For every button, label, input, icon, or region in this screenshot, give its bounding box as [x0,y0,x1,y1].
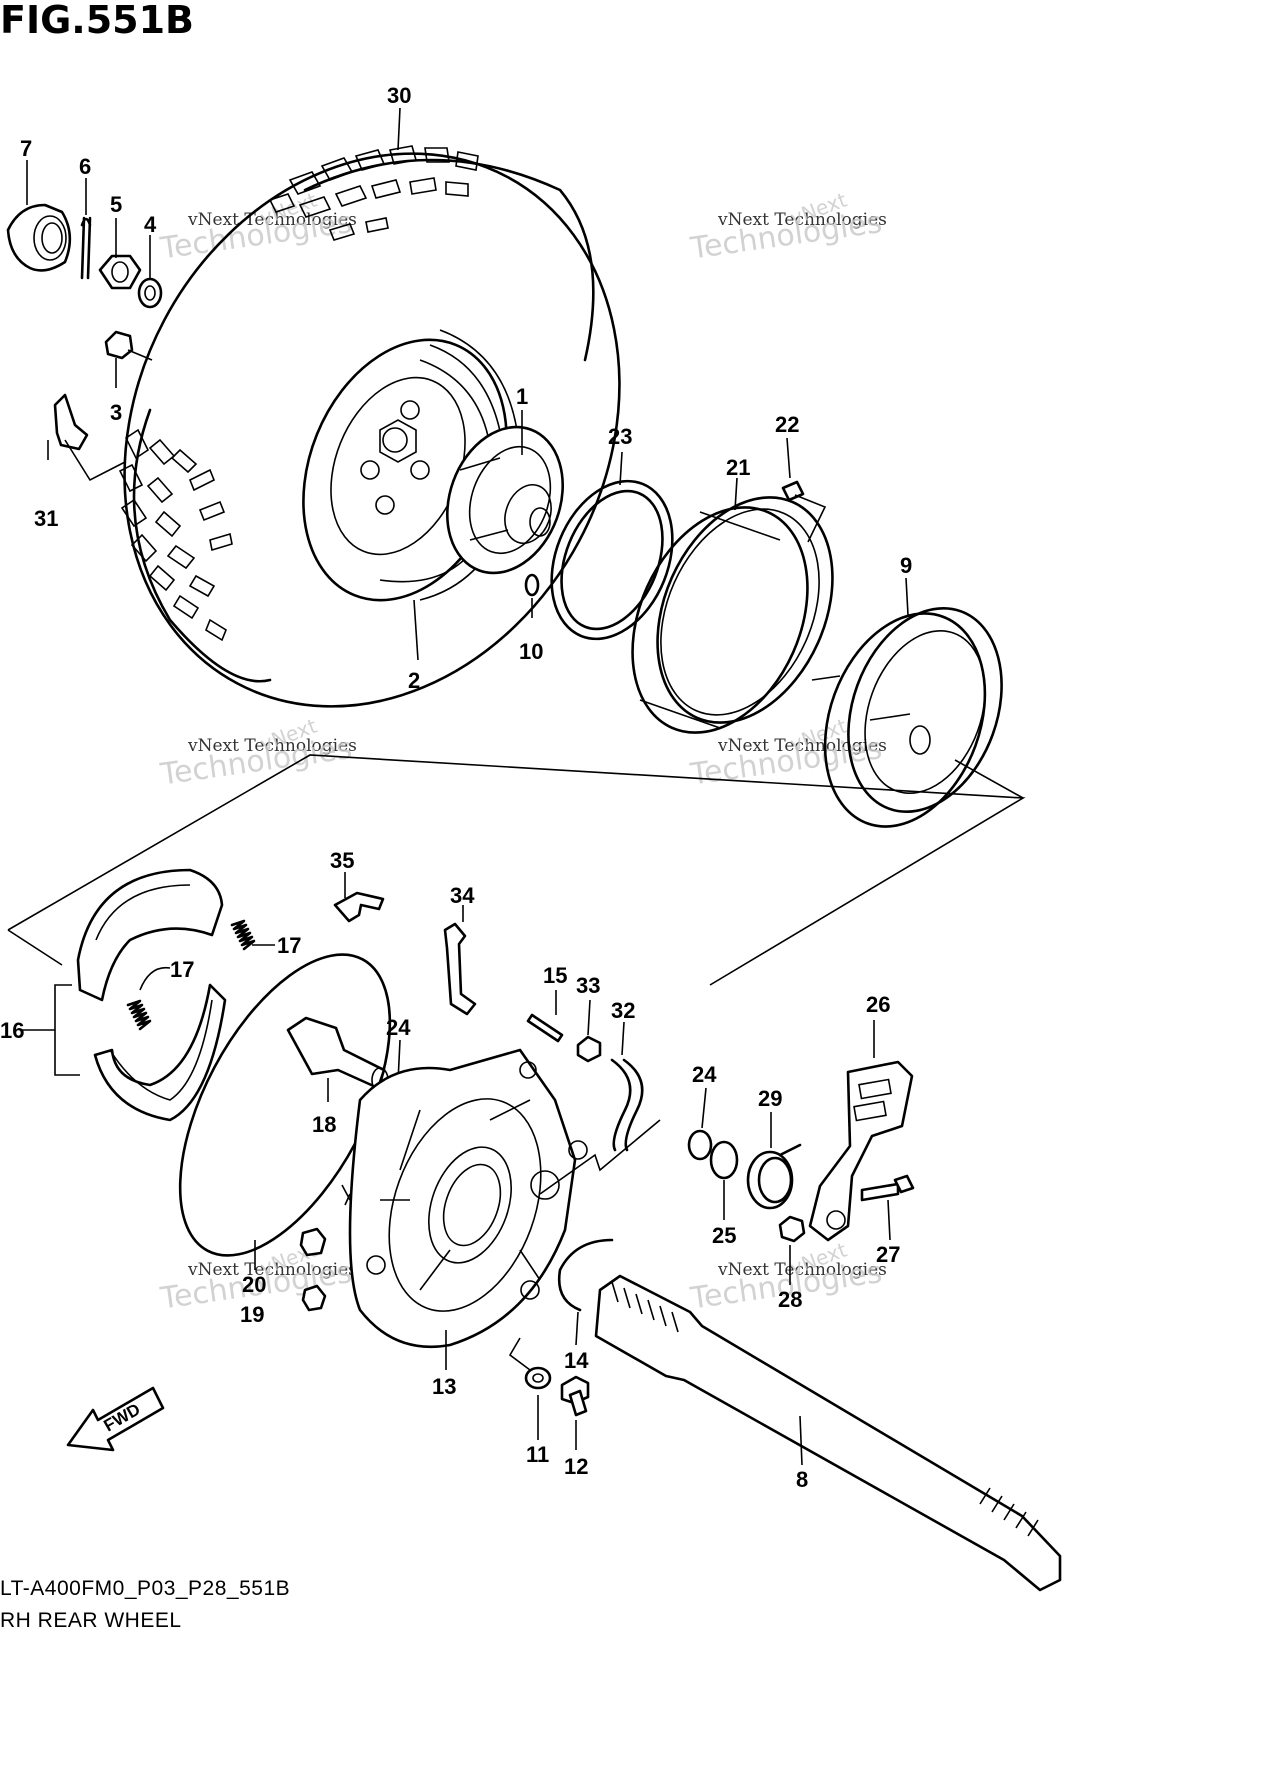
hose-part-32 [610,1021,644,1152]
tire-part-30 [118,145,621,708]
callout-29: 29 [758,1086,782,1111]
leader-lines-top [26,107,909,661]
pin-part-15 [526,1013,564,1043]
callout-15: 15 [543,963,567,988]
callout-31: 31 [34,506,58,531]
clip-part-35 [333,891,385,923]
seal-part-23 [550,479,674,641]
brake-panel-part-13 [348,1048,661,1370]
bolt-part-12 [560,1375,590,1450]
washer-part-11 [508,1337,552,1440]
callout-8: 8 [796,1467,808,1492]
callout-17b: 17 [170,957,194,982]
callout-14: 14 [564,1348,589,1373]
o-ring-part-10 [524,573,540,597]
spring-part-17 [126,919,275,1031]
callout-22: 22 [775,412,799,437]
callout-11: 11 [526,1442,549,1467]
cover-part-21 [631,496,834,734]
cotter-pin-part-6 [80,216,92,280]
callout-23: 23 [608,424,632,449]
lever-part-26 [808,1020,914,1242]
callout-19: 19 [240,1302,264,1327]
callout-26: 26 [866,992,890,1017]
callout-20: 20 [242,1272,266,1297]
callout-16: 16 [0,1018,24,1043]
bolt-part-27 [860,1174,915,1241]
assembly-outline [7,754,1026,986]
spring-part-29 [746,1112,802,1210]
callout-6: 6 [79,154,91,179]
brake-drum-part-9 [811,607,1003,828]
fwd-arrow-icon: FWD [66,1386,165,1452]
cap-part-7 [6,203,72,272]
callout-10: 10 [519,639,543,664]
rod-part-34 [443,905,477,1016]
screw-part-33 [576,999,602,1063]
callout-25: 25 [712,1223,736,1248]
callout-2: 2 [408,668,420,693]
circlip-part-14 [557,1238,614,1312]
ring-part-25 [709,1140,739,1180]
callout-33: 33 [576,973,600,998]
bolt-part-22 [781,480,827,543]
bolt-part-19 [299,1184,351,1312]
nut-part-5 [98,254,142,290]
callout-13: 13 [432,1374,456,1399]
washer-part-4 [137,277,163,309]
axle-part-8 [594,1274,1062,1592]
callout-1: 1 [516,384,528,409]
figure-code: LT-A400FM0_P03_P28_551B [0,1577,291,1600]
callout-32: 32 [611,998,635,1023]
hub-part-1 [446,425,564,575]
callout-5: 5 [110,192,122,217]
callout-12: 12 [564,1454,588,1479]
callout-24b: 24 [692,1062,717,1087]
callout-17a: 17 [277,933,301,958]
callout-7: 7 [20,136,32,161]
figure-name: RH REAR WHEEL [0,1609,182,1632]
callout-27: 27 [876,1242,900,1267]
valve-part-31 [53,393,126,482]
figure-title: FIG.551B [0,0,195,42]
callout-35: 35 [330,848,354,873]
nut-part-28 [778,1215,806,1243]
washer-part-24b [687,1129,713,1161]
brake-shoe-part-16 [20,868,227,1122]
callout-3: 3 [110,400,122,425]
callout-4: 4 [144,212,157,237]
callout-18: 18 [312,1112,336,1137]
callout-30: 30 [387,83,411,108]
callout-34: 34 [450,883,475,908]
callout-9: 9 [900,553,912,578]
callout-24a: 24 [386,1015,411,1040]
callout-labels: 30 7 6 5 4 3 31 1 23 22 21 9 10 2 35 34 … [0,83,912,1492]
callout-21: 21 [726,455,750,480]
callout-28: 28 [778,1287,802,1312]
nut-part-3 [104,330,134,360]
